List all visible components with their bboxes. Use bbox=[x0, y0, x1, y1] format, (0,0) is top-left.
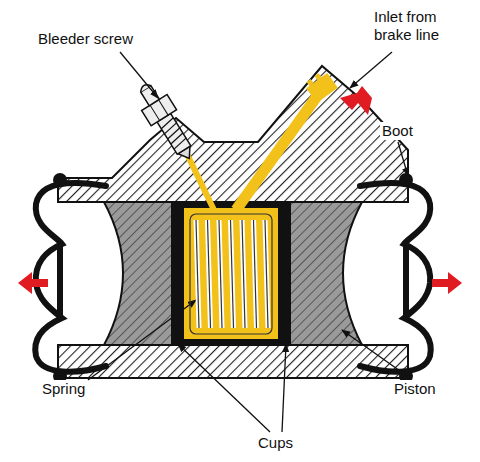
part-label: Cups bbox=[256, 434, 295, 452]
boot-right bbox=[360, 176, 431, 380]
spring-coil bbox=[208, 220, 211, 328]
spring-outline bbox=[190, 214, 272, 334]
bleeder-passage bbox=[186, 152, 214, 210]
spring-coil bbox=[265, 220, 268, 328]
leader-lines bbox=[88, 52, 410, 432]
inlet-passage bbox=[236, 92, 320, 210]
cylinder-bore bbox=[172, 202, 290, 345]
spring-coil bbox=[196, 220, 199, 328]
spring-coil bbox=[242, 220, 245, 328]
bleeder-screw bbox=[131, 78, 202, 167]
spring-coil bbox=[254, 220, 257, 328]
housing-lower bbox=[58, 345, 408, 378]
inlet-fitting bbox=[303, 69, 338, 103]
brake-fluid bbox=[184, 208, 278, 339]
spring-coil bbox=[265, 220, 268, 328]
part-label: Boot bbox=[380, 122, 415, 140]
part-label: Piston bbox=[392, 380, 438, 398]
spring-coil bbox=[219, 220, 222, 328]
spring-coil bbox=[208, 220, 211, 328]
spring-coil bbox=[231, 220, 234, 328]
piston-right bbox=[290, 202, 362, 345]
spring-coil bbox=[196, 220, 199, 328]
housing-upper bbox=[58, 66, 408, 202]
boot-left bbox=[35, 176, 106, 380]
motion-arrow-right bbox=[432, 272, 462, 294]
part-label: Bleeder screw bbox=[36, 30, 135, 48]
spring-coil bbox=[254, 220, 257, 328]
part-label: Spring bbox=[40, 380, 87, 398]
inlet-flow-arrow bbox=[340, 86, 372, 115]
part-label: Inlet from brake line bbox=[372, 8, 478, 44]
spring-coil bbox=[219, 220, 222, 328]
piston-left bbox=[104, 202, 172, 345]
spring-coil bbox=[242, 220, 245, 328]
motion-arrow-left bbox=[18, 272, 48, 294]
spring-coil bbox=[231, 220, 234, 328]
spring-coils bbox=[190, 214, 272, 334]
